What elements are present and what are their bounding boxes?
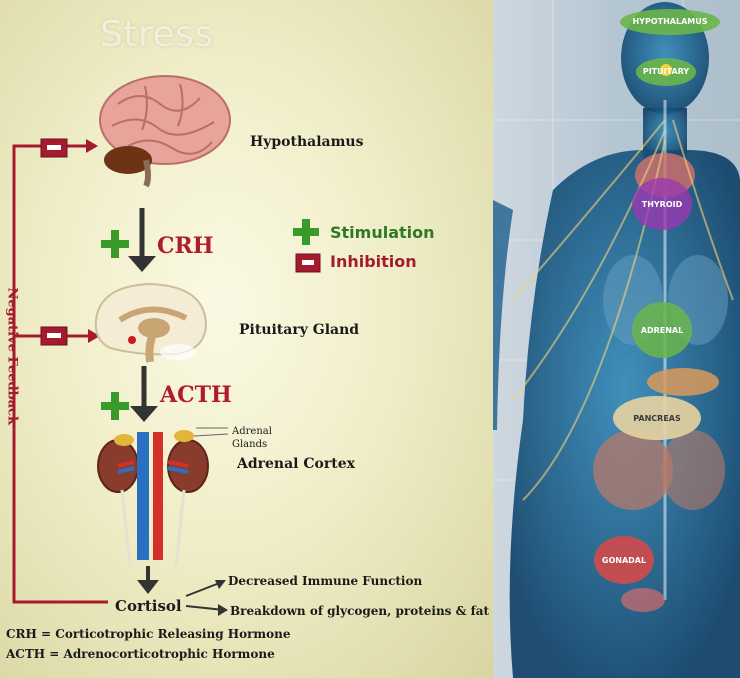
adrenal-cortex-label: Adrenal Cortex [237, 456, 355, 472]
gland-label-pancreas: PANCREAS [633, 414, 681, 423]
hpa-axis-diagram: Stress Hypothalamus Pituitary Gland Adre… [0, 0, 493, 678]
adrenal-kidney-illustration [97, 427, 229, 567]
endocrine-body-illustration: HYPOTHALAMUS PITUITARY THYROID ADRENAL P… [493, 0, 740, 678]
gland-label-pituitary: PITUITARY [642, 67, 690, 76]
legend-inhibition-label: Inhibition [330, 252, 417, 271]
gland-label-adrenal: ADRENAL [640, 326, 684, 335]
feedback-arrowhead-pituitary [88, 329, 100, 343]
hypothalamus-label: Hypothalamus [250, 134, 364, 150]
stimulation-badge-acth [101, 392, 129, 420]
body-graphics [493, 0, 740, 678]
brain-illustration [99, 75, 231, 188]
diagram-graphics [12, 75, 321, 616]
gland-label-thyroid: THYROID [641, 200, 683, 209]
legend-inhibition-icon [295, 253, 321, 273]
stimulation-badge-crh [101, 230, 129, 258]
acth-definition: ACTH = Adrenocorticotrophic Hormone [6, 647, 275, 661]
pituitary-label: Pituitary Gland [239, 322, 360, 338]
acth-label: ACTH [160, 382, 232, 408]
inhibition-badge-hypothalamus [40, 138, 68, 158]
diagram-title: Stress [100, 14, 214, 55]
crh-definition: CRH = Corticotrophic Releasing Hormone [6, 627, 291, 641]
crh-label: CRH [157, 233, 214, 259]
cortisol-label: Cortisol [115, 597, 182, 615]
legend-stimulation-icon [293, 219, 319, 245]
feedback-line [12, 144, 108, 604]
negative-feedback-label: Negative Feedback [4, 287, 20, 426]
adrenal-glands-label: Adrenal Glands [232, 426, 272, 450]
organ-hints [512, 100, 734, 612]
feedback-arrowhead-hypothalamus [86, 139, 98, 153]
gland-label-gonadal: GONADAL [601, 556, 647, 565]
legend-stimulation-label: Stimulation [330, 223, 435, 242]
inhibition-badge-pituitary [40, 326, 68, 346]
effect-breakdown-label: Breakdown of glycogen, proteins & fat [230, 604, 490, 618]
gland-markers [594, 9, 720, 584]
effect-immune-label: Decreased Immune Function [228, 574, 423, 588]
pituitary-illustration [94, 282, 208, 363]
gland-label-hypothalamus: HYPOTHALAMUS [632, 17, 708, 26]
